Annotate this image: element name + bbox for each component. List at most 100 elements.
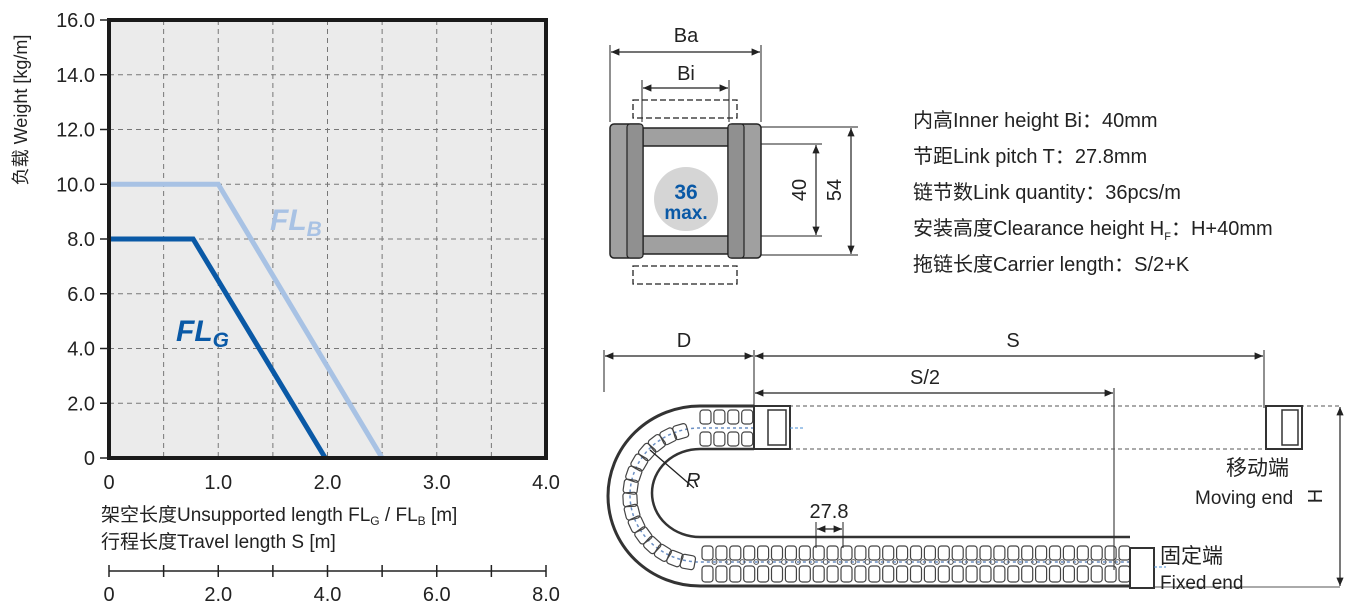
chain-link [882,565,895,583]
chain-link [643,535,662,555]
chain-link [868,545,881,561]
y-tick-label: 4.0 [67,339,95,361]
y-axis-label: 负载 Weight [kg/m] [11,35,31,186]
chain-pin [864,559,871,565]
s-label: S [1006,330,1019,352]
chain-link [713,409,726,425]
chain-link [798,545,811,561]
x-tick-label: 2.0 [314,472,342,494]
chain-link [622,478,639,495]
chain-link [623,503,641,521]
chain-pin [878,559,885,565]
grid [109,20,546,458]
chain-pin [961,559,968,565]
installation-layout-diagram: D S S/2 R 27.8 移动端 Moving end 固定端 Fixed … [603,330,1344,594]
fixed-end-bracket [1129,547,1155,589]
chain-link [715,565,728,583]
moving-end-bracket [1265,405,1303,450]
fixed-end-en: Fixed end [1160,573,1243,594]
chain-link [993,545,1006,561]
outer-height-value: 54 [824,179,846,201]
y-tick-label: 12.0 [56,120,95,142]
ba-label: Ba [674,25,699,47]
chain-pin [892,559,899,565]
chain-link [1048,545,1062,561]
chain-link [625,465,643,483]
x-tick-label: 1.0 [204,472,232,494]
chain-link [895,545,909,561]
x-tick-label: 4.0 [532,472,560,494]
crossbar-top [635,127,737,147]
chain-link [679,553,697,571]
x-tick-label: 3.0 [423,472,451,494]
chain-link [756,545,770,561]
chain-link [1007,545,1020,561]
chain-pin [781,559,787,565]
max-badge-number: 36 [674,181,697,204]
bi-label: Bi [677,63,695,85]
max-badge-text: max. [664,203,707,224]
chain-link [979,545,992,561]
spec-inner-height: 内高Inner height Bi：40mm [913,110,1158,132]
chain-link [840,565,853,583]
chain-link [627,515,646,534]
chain-link [715,545,728,561]
chain-link [1021,565,1034,583]
fixed-end-cn: 固定端 [1160,545,1223,568]
chain-link [713,431,726,447]
chain-pin [947,559,954,565]
chain-pin [975,559,982,565]
chain-link [634,526,653,545]
chain-link [699,409,712,425]
chain-link [798,565,811,583]
chain-link [741,431,754,447]
upper-left-bracket [753,405,791,450]
chain-link [701,565,714,583]
chain-pin [1003,559,1010,565]
chain-link [637,442,657,462]
chain-link [923,545,937,561]
chain-link [923,565,937,583]
chain-link [1118,565,1131,583]
chain-link [909,565,923,583]
chain-link [727,409,740,425]
travel-tick-label: 4.0 [314,584,342,606]
chain-link [826,545,839,561]
chain-link [937,565,950,583]
chain-link [743,565,756,583]
chain-pin [808,559,815,565]
inner-height-value: 40 [789,179,811,201]
chain-link [770,565,784,583]
chain-links [622,409,1135,583]
chain-link [727,431,740,447]
chain-pin [1031,559,1038,565]
chain-link [868,565,881,583]
y-tick-label: 8.0 [67,229,95,251]
chain-link [854,565,867,583]
chain-link [756,565,770,583]
chain-link [701,545,714,561]
chain-link [653,543,673,562]
y-axis-ticks: 02.04.06.08.010.012.014.016.0 [56,10,109,470]
series-line-fl-g [109,236,328,460]
radius-label: R [686,470,700,492]
travel-tick-label: 8.0 [532,584,560,606]
chain-link [951,545,964,561]
chain-pin [711,559,718,565]
y-tick-label: 14.0 [56,65,95,87]
chain-link [699,431,712,447]
chain-link [895,565,909,583]
chain-pin [1100,559,1107,565]
chain-link [1104,565,1117,583]
chain-link [1090,545,1103,561]
chain-pin [822,559,829,565]
chain-pin [934,559,940,565]
chain-link [937,545,950,561]
chain-link [993,565,1006,583]
series-lines [109,181,385,460]
chain-link [826,565,839,583]
y-tick-label: 10.0 [56,174,95,196]
series-label-fl-g: FLG [176,315,229,352]
